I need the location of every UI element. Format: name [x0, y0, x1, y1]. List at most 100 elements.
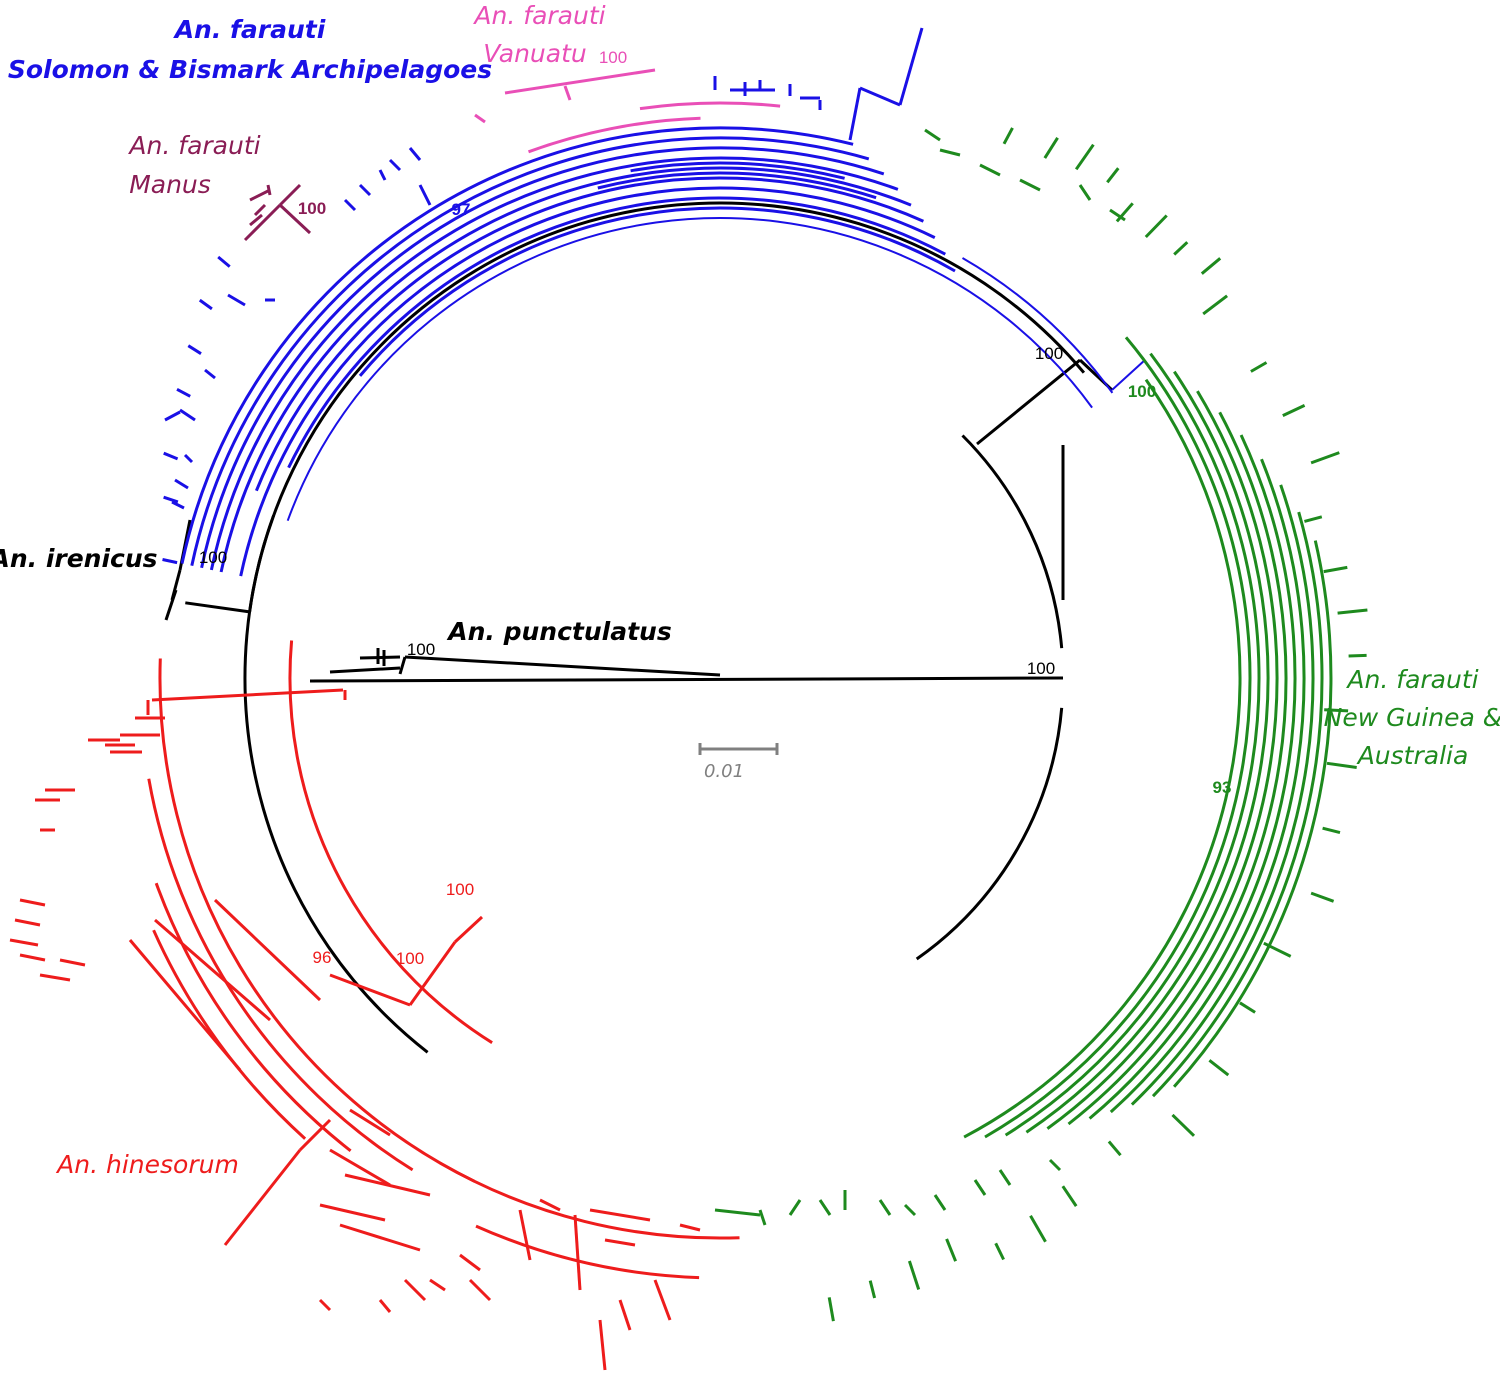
newguinea-tip	[1144, 214, 1168, 239]
hinesorum-tip	[539, 1198, 561, 1212]
hinesorum-stem	[453, 915, 484, 944]
clade-label-solomon-region: Solomon & Bismark Archipelagoes	[8, 55, 492, 84]
clade-label-hinesorum: An. hinesorum	[55, 1150, 239, 1179]
farauti-stem	[976, 358, 1081, 446]
hinesorum-node	[408, 941, 457, 1006]
clade-label-punctulatus: An. punctulatus	[446, 617, 671, 646]
solomon-tip	[358, 183, 372, 197]
irenicus-tip	[164, 589, 178, 621]
solomon-tip	[187, 344, 202, 355]
support-vanuatu: 100	[599, 48, 627, 67]
hinesorum-tip	[468, 1278, 492, 1302]
scale-bar-label: 0.01	[704, 761, 744, 782]
farauti-irenicus-arc	[248, 201, 1086, 613]
solomon-tip	[217, 255, 231, 268]
solomon-branch-arc	[287, 196, 947, 469]
hinesorum-tip	[9, 938, 39, 947]
hinesorum-tip	[573, 1214, 582, 1291]
solomon-tip	[204, 368, 216, 380]
support-newguinea-93: 93	[1213, 778, 1232, 797]
newguinea-tip	[1048, 1158, 1062, 1172]
solomon-branch-arc	[219, 166, 912, 573]
newguinea-tip	[979, 163, 1001, 177]
hinesorum-bottom-arc	[475, 1224, 700, 1280]
newguinea-tip	[868, 1280, 877, 1299]
manus-stem	[278, 183, 302, 207]
solomon-tip	[378, 169, 387, 181]
clade-label-irenicus: An. irenicus	[0, 544, 158, 573]
hinesorum-tip	[403, 1278, 427, 1302]
vanuatu-tip	[504, 68, 656, 95]
solomon-tip	[171, 500, 185, 510]
solomon-tip	[343, 198, 357, 212]
newguinea-tip	[1019, 178, 1041, 192]
newguinea-tip	[714, 1208, 761, 1217]
newguinea-branch-arc	[1151, 511, 1324, 1098]
newguinea-tip	[1263, 941, 1292, 958]
irenicus-stem	[185, 601, 250, 614]
newguinea-tip	[903, 1203, 917, 1217]
solomon-branch-arc	[180, 126, 854, 564]
newguinea-arc-main	[963, 378, 1242, 1139]
hinesorum-bottom-arc	[439, 1161, 740, 1240]
hinesorum-tip	[459, 1253, 481, 1272]
hinesorum-branch	[213, 898, 322, 1002]
newguinea-tip	[998, 1169, 1012, 1186]
newguinea-tip	[1043, 136, 1059, 159]
newguinea-tip	[1250, 361, 1268, 373]
solomon-branch-arc	[255, 176, 925, 492]
clade-label-vanuatu-region: Vanuatu	[483, 39, 586, 68]
newguinea-tip	[1208, 1059, 1230, 1077]
solomon-tip	[163, 451, 179, 461]
newguinea-tip	[1282, 404, 1306, 417]
newguinea-tip	[788, 1199, 802, 1216]
support-solomon-97: 97	[452, 200, 471, 219]
newguinea-tip	[939, 148, 961, 157]
newguinea-tip	[924, 128, 941, 142]
support-newguinea-root: 100	[1128, 382, 1156, 401]
solomon-tip	[164, 410, 181, 422]
newguinea-branch-arc	[1088, 434, 1297, 1120]
newguinea-branch-arc	[1025, 370, 1270, 1134]
hinesorum-tip	[318, 1298, 332, 1312]
newguinea-tip	[1029, 1215, 1047, 1243]
vanuatu-tip	[474, 113, 486, 124]
hinesorum-arc	[152, 929, 307, 1140]
hinesorum-tip	[679, 1223, 701, 1232]
solomon-tip	[198, 298, 213, 311]
solomon-long-branch	[962, 257, 1114, 394]
vanuatu-arc	[527, 116, 701, 154]
newguinea-tip	[1107, 1140, 1122, 1157]
hinesorum-tip	[59, 958, 86, 967]
punctulatus-branch	[404, 655, 721, 677]
clade-label-solomon-species: An. farauti	[173, 15, 326, 44]
hinesorum-inner-node	[329, 973, 411, 1007]
solomon-97-node	[418, 184, 432, 206]
clade-label-newguinea-region-2: Australia	[1356, 741, 1469, 770]
support-farauti-root: 100	[1035, 344, 1063, 363]
backbone-arc-farauti	[961, 434, 1064, 649]
solomon-tip	[162, 558, 178, 565]
solomon-top-node	[859, 86, 901, 107]
solomon-branch-arc	[190, 136, 870, 567]
solomon-arc-outer	[286, 217, 1093, 522]
newguinea-tip	[1074, 143, 1095, 171]
newguinea-tip	[818, 1199, 832, 1216]
manus-tip	[243, 203, 282, 242]
punctulatus-node	[398, 656, 407, 675]
hinesorum-top-branch	[151, 688, 344, 702]
clade-label-newguinea-species: An. farauti	[1345, 665, 1478, 694]
newguinea-tip	[878, 1199, 892, 1216]
support-hinesorum-inner: 100	[396, 949, 424, 968]
newguinea-branch-arc	[1130, 484, 1315, 1106]
newguinea-tip	[1202, 294, 1229, 316]
newguinea-tip	[1061, 1185, 1078, 1207]
hinesorum-arc	[158, 658, 476, 1183]
newguinea-tip	[1324, 708, 1349, 713]
newguinea-tip	[1337, 608, 1368, 615]
solomon-branch-arc	[239, 186, 936, 577]
support-irenicus: 100	[199, 548, 227, 567]
hinesorum-tip	[598, 1319, 607, 1371]
manus-tip	[249, 213, 263, 227]
punctulatus-tip	[359, 655, 401, 660]
